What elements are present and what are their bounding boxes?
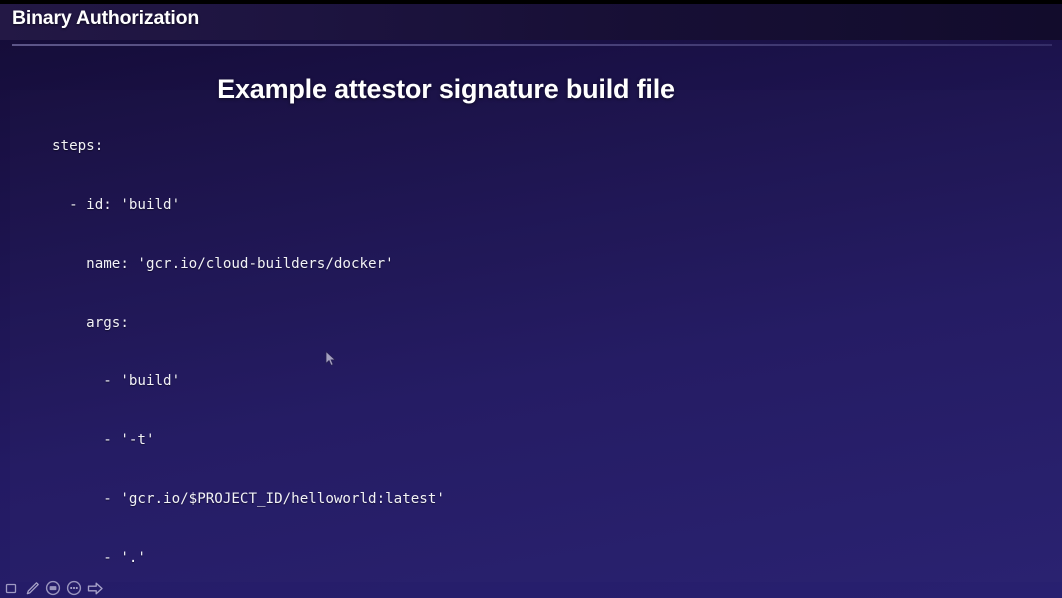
code-block: steps: - id: 'build' name: 'gcr.io/cloud… bbox=[52, 98, 1052, 598]
zoom-icon[interactable] bbox=[43, 579, 63, 597]
code-line: steps: bbox=[52, 138, 104, 155]
pen-icon[interactable] bbox=[22, 579, 42, 597]
presenter-toolbar[interactable] bbox=[0, 578, 105, 598]
code-line: - '.' bbox=[52, 549, 146, 566]
more-options-icon[interactable] bbox=[64, 579, 84, 597]
page-title: Example attestor signature build file bbox=[217, 74, 675, 105]
code-line: - 'build' bbox=[52, 373, 181, 390]
next-arrow-icon[interactable] bbox=[85, 579, 105, 597]
slide-header-band: Binary Authorization bbox=[0, 4, 1062, 40]
code-line: args: bbox=[52, 314, 129, 331]
slide-thumbnail-icon[interactable] bbox=[1, 579, 21, 597]
code-line: - id: 'build' bbox=[52, 196, 181, 213]
header-divider bbox=[12, 44, 1052, 46]
code-line: name: 'gcr.io/cloud-builders/docker' bbox=[52, 255, 394, 272]
letterbox-strip bbox=[0, 0, 1062, 4]
slide-canvas: Binary Authorization Example attestor si… bbox=[0, 4, 1062, 598]
code-line: - 'gcr.io/$PROJECT_ID/helloworld:latest' bbox=[52, 490, 445, 507]
code-line: - '-t' bbox=[52, 432, 155, 449]
section-title: Binary Authorization bbox=[12, 7, 200, 29]
